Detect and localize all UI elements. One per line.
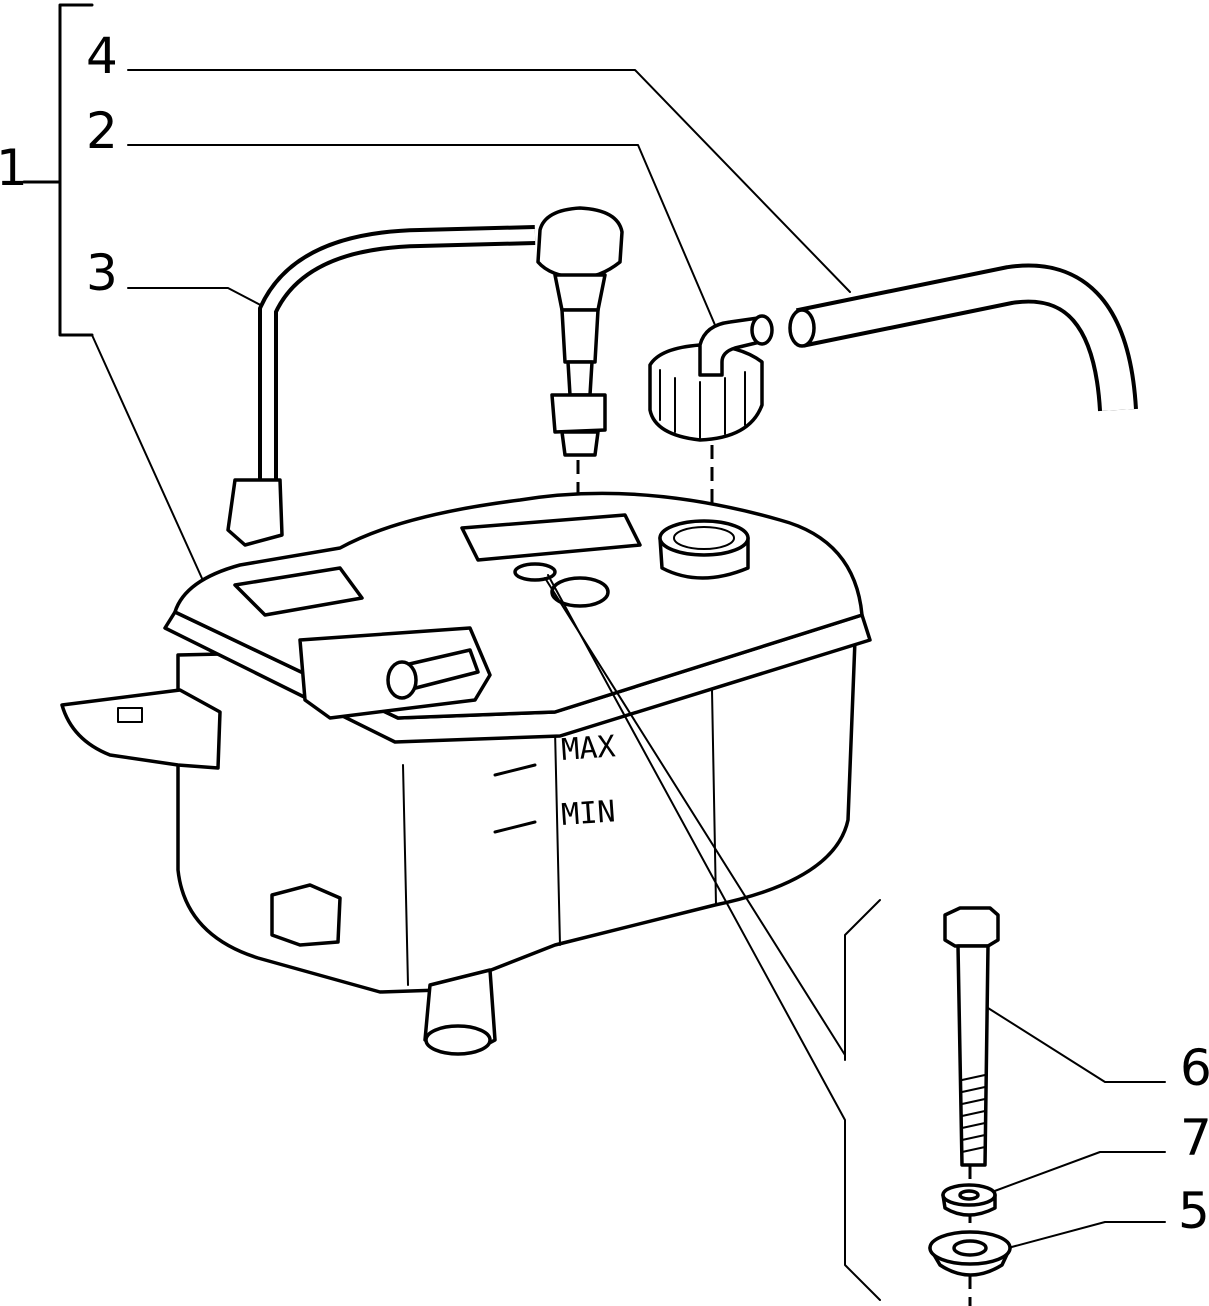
callout-2: 2	[86, 102, 118, 160]
group-bracket	[22, 3, 94, 337]
expansion-tank-part	[60, 491, 872, 1056]
callout-1: 1	[0, 139, 28, 197]
grommet-part	[928, 1230, 1012, 1277]
max-marking: MAX	[560, 729, 616, 768]
callout-6: 6	[1180, 1039, 1209, 1097]
callout-7: 7	[1180, 1109, 1209, 1167]
callout-3: 3	[86, 244, 118, 302]
callout-4: 4	[86, 27, 118, 85]
detail-guide-lines	[544, 574, 881, 1301]
callout-5: 5	[1178, 1182, 1209, 1240]
washer-part	[941, 1183, 997, 1217]
leader-lines	[91, 69, 1166, 1249]
min-marking: MIN	[560, 794, 616, 833]
filler-cap-part	[648, 314, 774, 442]
hose-part	[788, 263, 1138, 412]
bolt-part	[943, 906, 1000, 1167]
level-sensor-part	[226, 206, 624, 547]
